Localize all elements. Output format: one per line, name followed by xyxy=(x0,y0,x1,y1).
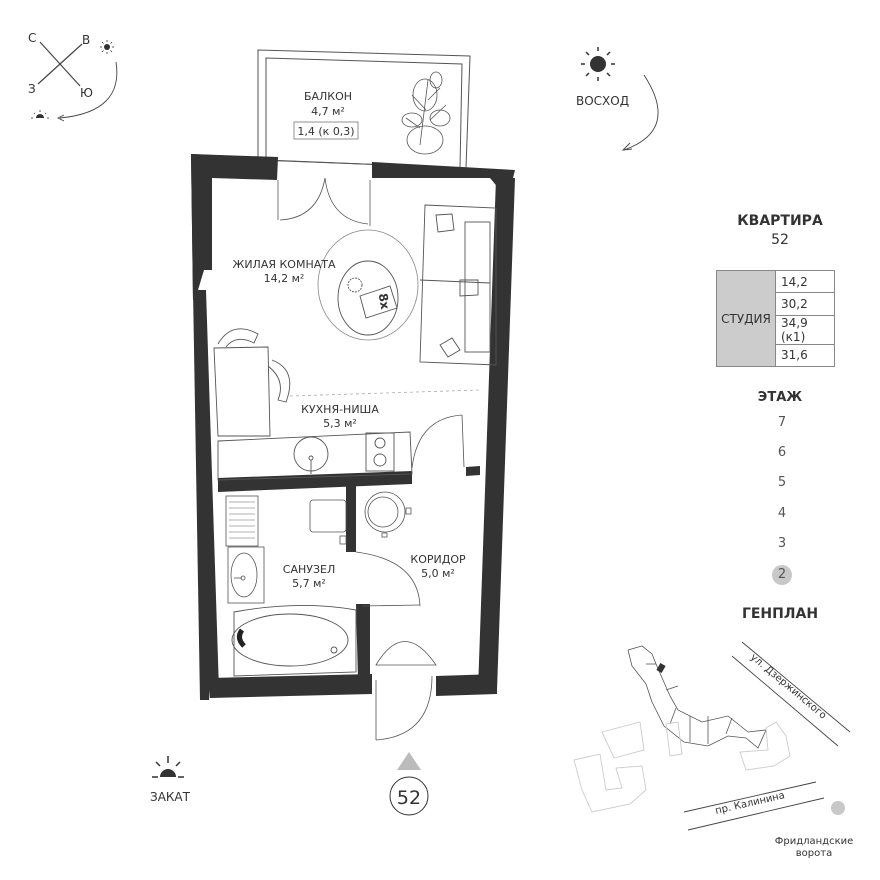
sunrise-label: ВОСХОД xyxy=(576,94,629,108)
balcony-coef-box xyxy=(293,121,359,140)
street-dzerzhinskogo: ул. Дзержинского xyxy=(748,652,828,722)
landmark-label-2: ворота xyxy=(796,848,832,859)
floor-item-6[interactable]: 6 xyxy=(777,445,787,460)
bathtub xyxy=(231,605,357,677)
bath-sink xyxy=(227,546,265,604)
landmark-label-1: Фридландские xyxy=(775,836,854,847)
other-buildings xyxy=(573,721,791,813)
apartment-type: СТУДИЯ xyxy=(717,271,776,366)
kitchen-door[interactable] xyxy=(411,414,465,469)
sunset-label: ЗАКАТ xyxy=(150,790,191,804)
sunrise-indicator: ВОСХОД xyxy=(576,47,659,151)
floor-plan: БАЛКОН 4,7 м² 1,4 (к 0,3) xyxy=(191,49,515,816)
dining-table xyxy=(213,328,291,437)
zone-divider xyxy=(289,389,481,397)
sun-icon xyxy=(581,47,615,81)
landmark-dot xyxy=(831,801,845,815)
coffee-table xyxy=(337,260,399,336)
kitchen-name: КУХНЯ-НИША xyxy=(301,403,379,416)
street-kalinina: пр. Калинина xyxy=(714,790,786,817)
compass-south: Ю xyxy=(80,86,93,100)
compass-east: В xyxy=(82,33,90,47)
entrance-arrow-icon xyxy=(397,752,421,770)
washing-machine xyxy=(225,495,259,547)
sunset-small-icon xyxy=(31,110,49,119)
living-name: ЖИЛАЯ КОМНАТА xyxy=(232,258,335,271)
rug-label: 8x xyxy=(376,292,393,311)
floor-item-4[interactable]: 4 xyxy=(777,506,787,521)
sunset-icon xyxy=(152,756,184,778)
area-net: 31,6 xyxy=(781,348,808,363)
compass: С В З Ю xyxy=(28,31,118,122)
siteplan-title: ГЕНПЛАН xyxy=(741,606,819,622)
current-building xyxy=(627,645,767,749)
balcony-coef: 1,4 (к 0,3) xyxy=(297,125,354,138)
corridor-washer xyxy=(364,491,412,538)
sunset-indicator: ЗАКАТ xyxy=(150,756,191,804)
entrance-door[interactable] xyxy=(375,641,437,741)
entrance-number: 52 xyxy=(397,787,421,809)
compass-north: С xyxy=(28,31,36,45)
balcony[interactable] xyxy=(257,49,471,169)
floor-item-2[interactable]: 2 xyxy=(772,565,792,585)
bathroom-area: 5,7 м² xyxy=(292,577,326,590)
walls xyxy=(191,154,515,700)
floor-item-3[interactable]: 3 xyxy=(777,536,787,551)
sun-small-icon xyxy=(100,40,114,54)
apartment-number: 52 xyxy=(771,232,789,248)
toilet-cistern xyxy=(309,499,347,545)
area-living: 14,2 xyxy=(776,271,834,294)
balcony-door[interactable] xyxy=(277,177,371,226)
area-total: 30,2 xyxy=(776,293,834,316)
apartment-title: КВАРТИРА xyxy=(737,213,823,229)
kitchen-counter xyxy=(217,431,413,481)
areas-table: СТУДИЯ 14,2 30,2 34,9 (к1) 31,6 xyxy=(716,270,835,367)
entrance-number-badge xyxy=(389,776,429,816)
siteplan-map[interactable]: ул. Дзержинского пр. Калинина Фридландск… xyxy=(560,620,860,860)
balcony-area: 4,7 м² xyxy=(311,105,345,118)
plant-icon xyxy=(401,71,451,155)
rug xyxy=(317,229,419,341)
apartment-location-marker xyxy=(656,663,666,673)
corridor-name: КОРИДОР xyxy=(410,553,466,566)
area-total-with-balcony: 34,9 (к1) xyxy=(776,316,834,345)
floors-title: ЭТАЖ xyxy=(757,390,803,405)
sofa xyxy=(419,204,497,366)
compass-west: З xyxy=(28,82,36,96)
kitchen-area: 5,3 м² xyxy=(323,417,357,430)
living-area: 14,2 м² xyxy=(264,272,305,285)
corridor-area: 5,0 м² xyxy=(421,567,455,580)
floor-item-5[interactable]: 5 xyxy=(777,475,787,490)
bathroom-door[interactable] xyxy=(355,551,421,607)
floor-item-7[interactable]: 7 xyxy=(777,415,787,430)
streets xyxy=(683,641,851,831)
bathroom-name: САНУЗЕЛ xyxy=(283,563,335,576)
balcony-name: БАЛКОН xyxy=(304,90,352,103)
